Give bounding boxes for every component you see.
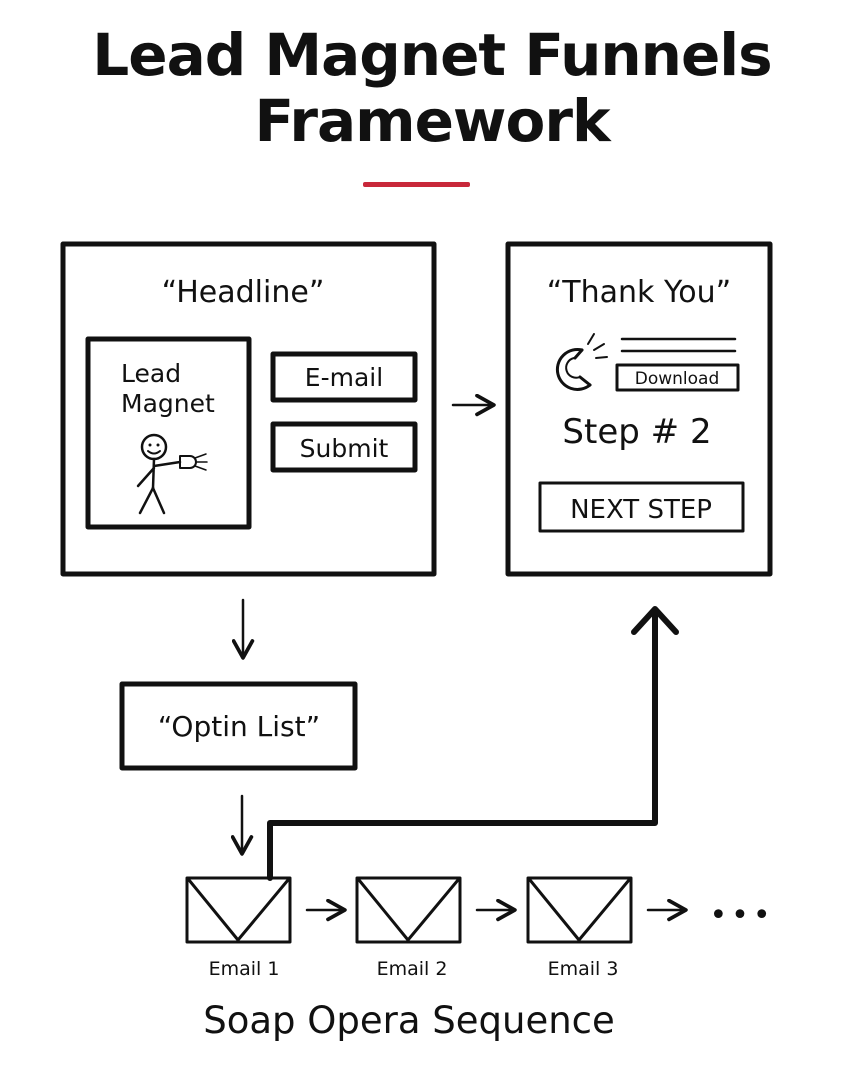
step-label: Step # 2 — [562, 412, 711, 452]
envelope-icon — [355, 876, 462, 944]
email-1: Email 1 — [185, 876, 292, 980]
title-line-1: Lead Magnet Funnels — [92, 21, 772, 89]
magnet-icon — [555, 333, 608, 391]
connector-to-thank-you — [267, 609, 658, 881]
next-step-button-label: NEXT STEP — [570, 495, 712, 525]
email-3: Email 3 — [526, 876, 633, 980]
title-underline — [363, 182, 470, 187]
optin-list-label: “Optin List” — [158, 710, 320, 743]
email-2: Email 2 — [355, 876, 462, 980]
lead-magnet-frame — [85, 336, 252, 530]
ellipsis: ••• — [709, 898, 774, 933]
landing-headline: “Headline” — [162, 275, 325, 310]
next-step-button[interactable]: NEXT STEP — [538, 481, 745, 533]
submit-button-label: Submit — [300, 434, 389, 463]
sequence-label: Soap Opera Sequence — [203, 999, 615, 1042]
optin-list: “Optin List” — [119, 681, 358, 771]
envelope-icon — [185, 876, 292, 944]
email-field-label: E-mail — [305, 363, 383, 392]
thank-you-page: “Thank You” Download Step # 2 NEXT STEP — [505, 241, 773, 577]
optin-list-frame — [119, 681, 358, 771]
email-2-label: Email 2 — [377, 958, 448, 980]
landing-page: “Headline” Lead Magnet — [60, 241, 437, 577]
thank-you-headline: “Thank You” — [547, 275, 731, 310]
lead-magnet-label-line1: Lead — [121, 359, 181, 388]
diagram-title: Lead Magnet Funnels Framework — [0, 22, 864, 154]
lead-magnet-label-line2: Magnet — [121, 389, 215, 418]
landing-page-frame — [60, 241, 437, 577]
submit-button[interactable]: Submit — [270, 421, 418, 473]
connector-arrowhead — [631, 606, 679, 635]
envelope-icon — [526, 876, 633, 944]
email-1-label: Email 1 — [209, 958, 280, 980]
lead-magnet-card: Lead Magnet — [85, 336, 252, 530]
download-button-label: Download — [635, 369, 720, 389]
stick-figure-icon — [136, 433, 208, 515]
thank-you-frame — [505, 241, 773, 577]
download-button[interactable]: Download — [615, 363, 740, 392]
title-line-2: Framework — [254, 87, 610, 155]
email-field[interactable]: E-mail — [270, 351, 418, 403]
email-3-label: Email 3 — [548, 958, 619, 980]
